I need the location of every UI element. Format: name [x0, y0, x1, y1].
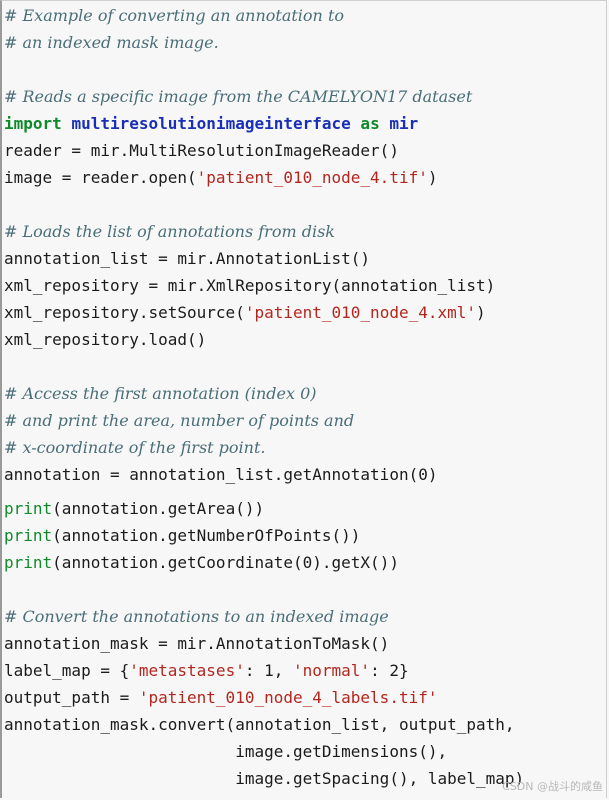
- code-line: image.getDimensions(),: [4, 742, 447, 762]
- code-token-builtin: print: [4, 499, 53, 518]
- code-token-plain: annotation = annotation_list.getAnnotati…: [4, 465, 438, 484]
- code-token-keyword: import: [4, 114, 72, 133]
- code-line: label_map = {'metastases': 1, 'normal': …: [4, 661, 409, 681]
- code-token-plain: label_map = {: [4, 661, 130, 680]
- code-token-plain: xml_repository.setSource(: [4, 303, 245, 322]
- code-token-plain: image = reader.open(: [4, 168, 197, 187]
- code-token-plain: xml_repository = mir.XmlRepository(annot…: [4, 276, 496, 295]
- code-token-plain: (annotation.getNumberOfPoints()): [52, 526, 361, 545]
- code-token-plain: xml_repository.load(): [4, 330, 207, 349]
- code-token-comment: # and print the area, number of points a…: [4, 411, 355, 430]
- code-line: print(annotation.getArea()): [4, 499, 264, 519]
- code-token-module: multiresolutionimageinterface: [71, 114, 351, 133]
- code-token-comment: # Access the first annotation (index 0): [4, 384, 317, 403]
- watermark: CSDN @战斗的咸鱼: [502, 780, 603, 793]
- code-token-plain: (annotation.getCoordinate(0).getX()): [52, 553, 399, 572]
- code-line: # Example of converting an annotation to: [4, 6, 344, 26]
- code-line: output_path = 'patient_010_node_4_labels…: [4, 688, 437, 708]
- code-line: # Reads a specific image from the CAMELY…: [4, 87, 472, 107]
- code-token-plain: output_path =: [4, 688, 139, 707]
- code-line: # Convert the annotations to an indexed …: [4, 607, 389, 627]
- code-token-plain: annotation_mask = mir.AnnotationToMask(): [4, 634, 390, 653]
- code-line: annotation = annotation_list.getAnnotati…: [4, 465, 437, 485]
- code-line: # an indexed mask image.: [4, 33, 219, 53]
- code-token-builtin: print: [4, 526, 53, 545]
- code-token-string: 'patient_010_node_4_labels.tif': [138, 688, 438, 707]
- code-line: xml_repository = mir.XmlRepository(annot…: [4, 276, 495, 296]
- code-token-plain: annotation_mask.convert(annotation_list,…: [4, 715, 515, 734]
- code-token-comment: # Reads a specific image from the CAMELY…: [4, 87, 473, 106]
- code-line: image.getSpacing(), label_map): [4, 769, 524, 789]
- code-token-plain: ): [427, 168, 438, 187]
- code-token-builtin: print: [4, 553, 53, 572]
- code-line: import multiresolutionimageinterface as …: [4, 114, 418, 134]
- code-line: print(annotation.getCoordinate(0).getX()…: [4, 553, 399, 573]
- code-token-comment: # Loads the list of annotations from dis…: [4, 222, 335, 241]
- code-token-plain: reader = mir.MultiResolutionImageReader(…: [4, 141, 399, 160]
- code-token-comment: # Example of converting an annotation to: [4, 6, 345, 25]
- code-token-plain: (annotation.getArea()): [52, 499, 265, 518]
- code-token-plain: annotation_list = mir.AnnotationList(): [4, 249, 371, 268]
- code-token-plain: : 1,: [244, 661, 293, 680]
- code-line: xml_repository.load(): [4, 330, 206, 350]
- code-token-string: 'normal': [293, 661, 371, 680]
- code-token-keyword: as: [350, 114, 390, 133]
- code-token-comment: # Convert the annotations to an indexed …: [4, 607, 389, 626]
- code-token-module: mir: [389, 114, 419, 133]
- code-token-plain: image.getDimensions(),: [4, 742, 448, 761]
- code-line: xml_repository.setSource('patient_010_no…: [4, 303, 486, 323]
- code-token-comment: # x-coordinate of the first point.: [4, 438, 266, 457]
- code-token-string: 'patient_010_node_4.tif': [196, 168, 428, 187]
- code-line: # x-coordinate of the first point.: [4, 438, 266, 458]
- code-token-plain: : 2}: [370, 661, 409, 680]
- code-line: annotation_mask.convert(annotation_list,…: [4, 715, 515, 735]
- code-block: # Example of converting an annotation to…: [4, 0, 604, 800]
- code-line: annotation_list = mir.AnnotationList(): [4, 249, 370, 269]
- code-line: # Access the first annotation (index 0): [4, 384, 317, 404]
- code-token-string: 'metastases': [129, 661, 245, 680]
- code-token-plain: image.getSpacing(), label_map): [4, 769, 525, 788]
- code-line: # Loads the list of annotations from dis…: [4, 222, 335, 242]
- code-token-comment: # an indexed mask image.: [4, 33, 219, 52]
- code-line: print(annotation.getNumberOfPoints()): [4, 526, 360, 546]
- code-token-string: 'patient_010_node_4.xml': [244, 303, 477, 322]
- code-line: # and print the area, number of points a…: [4, 411, 354, 431]
- code-token-plain: ): [476, 303, 486, 322]
- code-line: annotation_mask = mir.AnnotationToMask(): [4, 634, 389, 654]
- code-line: image = reader.open('patient_010_node_4.…: [4, 168, 437, 188]
- code-line: reader = mir.MultiResolutionImageReader(…: [4, 141, 399, 161]
